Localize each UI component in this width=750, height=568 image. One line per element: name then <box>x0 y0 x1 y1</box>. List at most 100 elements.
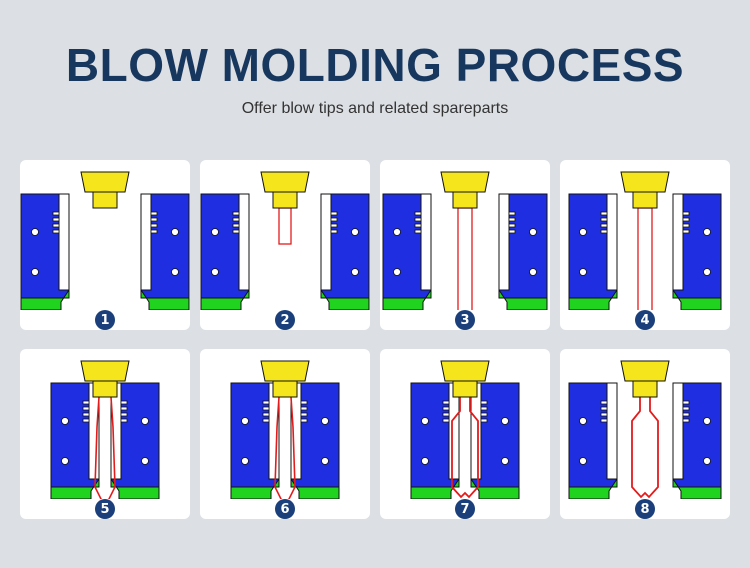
thread-ridge <box>682 412 690 417</box>
thread-ridge <box>600 229 608 234</box>
thread-ridge <box>508 229 516 234</box>
blow-tip-head <box>260 360 310 382</box>
mold-hole <box>61 417 69 425</box>
thread-ridge <box>52 223 60 228</box>
step-number-badge: 4 <box>635 310 655 330</box>
mold-hole <box>241 457 249 465</box>
thread-ridge <box>508 223 516 228</box>
thread-ridge <box>150 223 158 228</box>
right-mold-half <box>110 382 160 499</box>
step-card-7: 7 <box>380 349 550 519</box>
blow-tip <box>440 171 490 209</box>
blow-tip-head <box>440 171 490 193</box>
mold-base <box>20 288 70 310</box>
thread-ridge <box>508 211 516 216</box>
mold-hole <box>421 417 429 425</box>
mold-cavity-wall <box>140 193 152 291</box>
mold-hole <box>171 268 179 276</box>
right-mold-half <box>140 193 190 310</box>
thread-ridge <box>480 400 488 405</box>
thread-ridge <box>82 418 90 423</box>
thread-ridge <box>414 223 422 228</box>
thread-ridge <box>480 418 488 423</box>
process-steps-grid: 1 2 3 4 5 6 7 8 <box>20 160 730 519</box>
thread-ridge <box>414 229 422 234</box>
blow-tip <box>80 171 130 209</box>
mold-base <box>498 288 548 310</box>
step-number-badge: 2 <box>275 310 295 330</box>
left-mold-half <box>410 382 460 499</box>
mold-base <box>50 477 100 499</box>
thread-ridge <box>82 412 90 417</box>
thread-ridge <box>600 406 608 411</box>
thread-ridge <box>600 223 608 228</box>
parison <box>637 207 653 310</box>
step-number-badge: 1 <box>95 310 115 330</box>
mold-base <box>230 477 280 499</box>
thread-ridge <box>150 229 158 234</box>
step-card-5: 5 <box>20 349 190 519</box>
mold-cavity-wall <box>320 193 332 291</box>
mold-cavity-wall <box>672 382 684 480</box>
thread-ridge <box>150 211 158 216</box>
mold-cavity-wall <box>420 193 432 291</box>
mold-cavity-wall <box>498 193 510 291</box>
parison <box>274 396 296 499</box>
thread-ridge <box>120 418 128 423</box>
mold-hole <box>393 228 401 236</box>
mold-hole <box>31 268 39 276</box>
mold-diagram <box>568 171 722 310</box>
blown-bottle <box>451 397 479 499</box>
step-number-badge: 5 <box>95 499 115 519</box>
blow-tip-stem <box>452 380 478 398</box>
mold-hole <box>321 457 329 465</box>
blow-tip <box>260 360 310 398</box>
mold-diagram <box>50 360 160 499</box>
thread-ridge <box>52 229 60 234</box>
mold-hole <box>141 417 149 425</box>
blown-bottle <box>631 397 659 499</box>
mold-base <box>290 477 340 499</box>
thread-ridge <box>300 406 308 411</box>
thread-ridge <box>682 418 690 423</box>
blow-tip <box>80 360 130 398</box>
mold-hole <box>241 417 249 425</box>
mold-cavity-wall <box>58 193 70 291</box>
blow-tip-stem <box>92 191 118 209</box>
mold-hole <box>501 417 509 425</box>
thread-ridge <box>442 412 450 417</box>
mold-base <box>320 288 370 310</box>
mold-hole <box>501 457 509 465</box>
blow-tip-head <box>620 360 670 382</box>
thread-ridge <box>508 217 516 222</box>
page-subtitle: Offer blow tips and related spareparts <box>241 100 509 117</box>
mold-cavity-wall <box>238 193 250 291</box>
blow-tip-head <box>440 360 490 382</box>
thread-ridge <box>682 400 690 405</box>
blow-tip-stem <box>632 380 658 398</box>
right-mold-half <box>290 382 340 499</box>
thread-ridge <box>330 211 338 216</box>
thread-ridge <box>480 406 488 411</box>
thread-ridge <box>600 211 608 216</box>
mold-base <box>410 477 460 499</box>
blow-tip-head <box>260 171 310 193</box>
thread-ridge <box>682 217 690 222</box>
mold-hole <box>171 228 179 236</box>
thread-ridge <box>480 412 488 417</box>
page-title: BLOW MOLDING PROCESS <box>65 39 685 91</box>
blow-tip-head <box>620 171 670 193</box>
mold-diagram <box>200 171 370 310</box>
thread-ridge <box>82 400 90 405</box>
thread-ridge <box>330 229 338 234</box>
step-number-badge: 6 <box>275 499 295 519</box>
step-number-badge: 8 <box>635 499 655 519</box>
mold-hole <box>211 228 219 236</box>
mold-hole <box>321 417 329 425</box>
blow-tip-head <box>80 360 130 382</box>
mold-base <box>672 288 722 310</box>
mold-diagram <box>382 171 548 310</box>
right-mold-half <box>320 193 370 310</box>
left-mold-half <box>568 382 618 499</box>
thread-ridge <box>262 412 270 417</box>
